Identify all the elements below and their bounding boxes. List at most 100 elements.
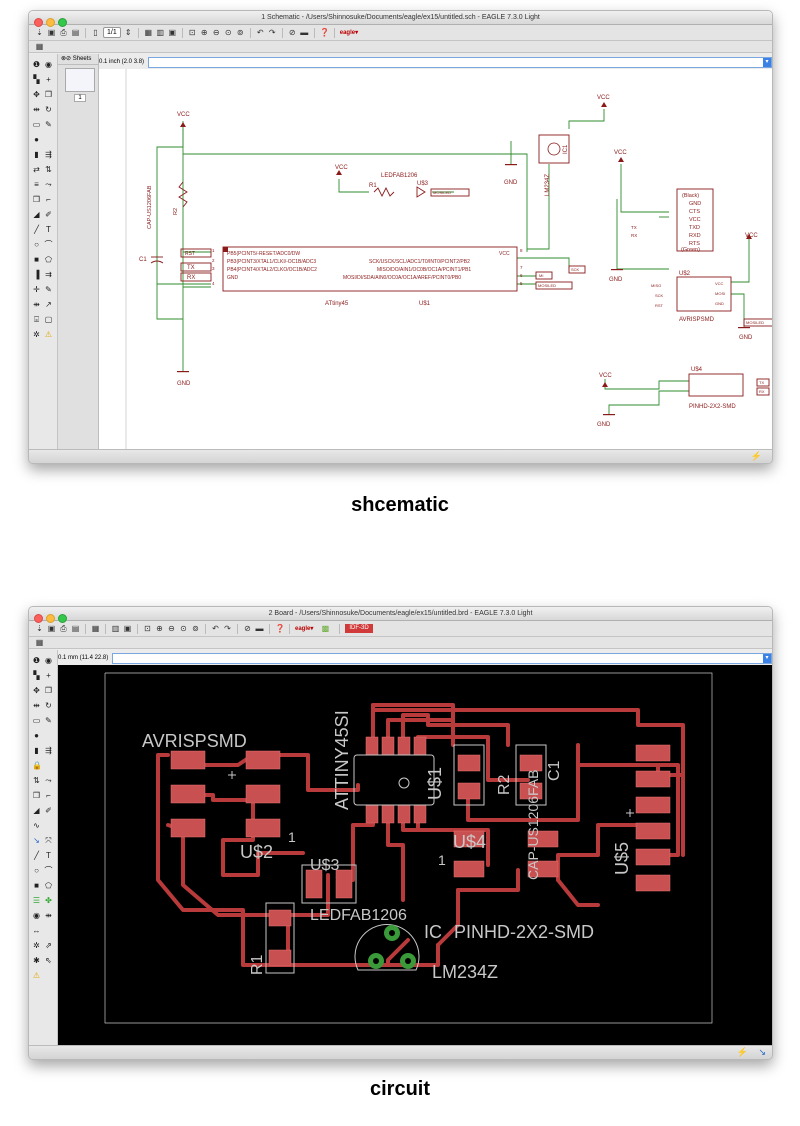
sheet-selector[interactable]: 1/1 xyxy=(103,27,121,38)
net-icon[interactable]: ⇉ xyxy=(45,270,52,279)
redo-icon[interactable]: ↷ xyxy=(268,28,276,37)
grid-icon[interactable]: ▦ xyxy=(35,42,44,51)
polygon-icon[interactable]: ⬠ xyxy=(45,255,52,264)
zoom-redraw-icon[interactable]: ⊙ xyxy=(224,28,232,37)
blank-icon[interactable] xyxy=(44,821,53,830)
smash-icon[interactable]: ⌐ xyxy=(46,195,51,204)
zoom-out-icon[interactable]: ⊖ xyxy=(168,624,175,633)
copy-icon[interactable]: ❐ xyxy=(44,686,53,695)
undo-icon[interactable]: ↶ xyxy=(212,624,219,633)
errors-icon[interactable]: ⇖ xyxy=(45,956,52,965)
board-canvas[interactable]: AVRISPSMD ATTINY45SI U$1 R2 CAP-US1206FA… xyxy=(58,665,772,1046)
replace-icon[interactable]: ⇅ xyxy=(45,165,52,174)
circle-icon[interactable]: ○ xyxy=(34,866,39,875)
circle-icon[interactable]: ○ xyxy=(34,240,39,249)
miter-icon[interactable]: ◢ xyxy=(33,806,40,815)
delete-icon[interactable]: ▮ xyxy=(34,746,39,755)
delete-icon[interactable]: ▮ xyxy=(34,150,39,159)
stop-icon[interactable]: ⊘ xyxy=(288,28,296,37)
zoom-out-icon[interactable]: ⊖ xyxy=(212,28,220,37)
eagle-link-icon[interactable]: eagle▾ xyxy=(295,626,314,632)
replace-icon[interactable]: ⇅ xyxy=(33,776,40,785)
label-icon[interactable]: ✎ xyxy=(45,285,52,294)
sheets-close-icon[interactable]: ⊗⊘ xyxy=(61,56,72,62)
open-icon[interactable]: ⇣ xyxy=(36,624,43,633)
move-icon[interactable]: ✥ xyxy=(33,90,40,99)
erc-icon[interactable]: ✲ xyxy=(33,330,40,339)
zoom-fit-icon[interactable]: ⊡ xyxy=(144,624,151,633)
schematic-icon[interactable]: ▣ xyxy=(123,624,132,633)
pinswap-icon[interactable]: ⇄ xyxy=(33,165,40,174)
group-icon[interactable]: ▭ xyxy=(32,716,41,725)
close-window-button[interactable] xyxy=(34,614,43,623)
sheet-stepper-icon[interactable]: ⇕ xyxy=(124,28,132,37)
rotate-icon[interactable]: ↻ xyxy=(45,701,52,710)
zoom-in-icon[interactable]: ⊕ xyxy=(200,28,208,37)
script-icon[interactable]: ▥ xyxy=(111,624,120,633)
change-icon[interactable]: ✎ xyxy=(45,120,52,129)
ratsnest-icon[interactable]: ✲ xyxy=(33,941,40,950)
dimension-icon[interactable]: ↔ xyxy=(32,926,41,935)
lock-icon[interactable]: 🔒 xyxy=(32,761,42,770)
mirror-icon[interactable]: ⇹ xyxy=(33,701,40,710)
zoom-in-icon[interactable]: ⊕ xyxy=(156,624,163,633)
close-window-button[interactable] xyxy=(34,18,43,27)
cam-icon[interactable]: ▤ xyxy=(71,624,80,633)
status-go-icon[interactable]: ⚡ xyxy=(750,451,762,461)
move-icon[interactable]: ✥ xyxy=(33,686,40,695)
blank-icon[interactable] xyxy=(44,135,53,144)
gateswap-icon[interactable]: ≡ xyxy=(34,180,39,189)
split-icon[interactable]: ⤳ xyxy=(45,180,52,189)
warning-icon[interactable]: ⚠ xyxy=(44,330,53,339)
route-icon[interactable]: ↘ xyxy=(33,836,40,845)
zoom-window-button[interactable] xyxy=(58,614,67,623)
text-icon[interactable]: T xyxy=(46,225,51,234)
display-icon[interactable]: ▚ xyxy=(33,75,40,84)
wire-icon[interactable]: ╱ xyxy=(34,851,39,860)
status-route-icon[interactable]: ↘ xyxy=(758,1047,766,1057)
grid-icon[interactable]: ▦ xyxy=(35,638,44,647)
drc-icon[interactable]: ✱ xyxy=(33,956,40,965)
bus-icon[interactable]: ▐ xyxy=(33,270,40,279)
rect-icon[interactable]: ■ xyxy=(34,255,39,264)
add-icon[interactable]: ⇶ xyxy=(45,746,52,755)
go-icon[interactable]: ▬ xyxy=(300,28,309,37)
frame-icon[interactable]: ⌻ xyxy=(34,315,39,324)
minimize-window-button[interactable] xyxy=(46,614,55,623)
split-icon[interactable]: ⤳ xyxy=(45,776,52,785)
zoom-select-icon[interactable]: ⊚ xyxy=(236,28,244,37)
frame2-icon[interactable]: ▢ xyxy=(44,315,53,324)
help-icon[interactable]: ❓ xyxy=(319,28,330,37)
command-history-dropdown[interactable]: ▾ xyxy=(763,653,771,663)
schematic-canvas[interactable]: VCC GND C1 CAP-US1206FAB R2 VCC LEDFAB12… xyxy=(99,69,772,450)
add-icon[interactable]: ⇶ xyxy=(45,150,52,159)
redo-icon[interactable]: ↷ xyxy=(224,624,231,633)
polygon-icon[interactable]: ⬠ xyxy=(45,881,52,890)
group-icon[interactable]: ▭ xyxy=(32,120,41,129)
command-input[interactable]: ▾ xyxy=(112,652,772,664)
cam-icon[interactable]: ▤ xyxy=(71,28,80,37)
minimize-window-button[interactable] xyxy=(46,18,55,27)
undo-icon[interactable]: ↶ xyxy=(256,28,264,37)
save-icon[interactable]: ▣ xyxy=(47,28,56,37)
value-icon[interactable]: ⌐ xyxy=(46,791,51,800)
change-icon[interactable]: ✎ xyxy=(45,716,52,725)
rotate-icon[interactable]: ↻ xyxy=(45,105,52,114)
dimension-icon[interactable]: ↗ xyxy=(45,300,52,309)
stop-icon[interactable]: ⊘ xyxy=(244,624,251,633)
ulp-icon[interactable]: ▦ xyxy=(91,624,100,633)
show-icon[interactable]: ◉ xyxy=(45,656,52,665)
ulp-icon[interactable]: ▦ xyxy=(144,28,153,37)
blank-icon[interactable] xyxy=(44,971,53,980)
info-icon[interactable]: ❶ xyxy=(32,656,41,665)
idf-3d-button[interactable]: IDF-3D xyxy=(345,624,373,633)
rect-icon[interactable]: ■ xyxy=(34,881,39,890)
blank-icon[interactable] xyxy=(44,731,53,740)
go-icon[interactable]: ▬ xyxy=(255,624,264,633)
optimize-icon[interactable]: ∿ xyxy=(33,821,40,830)
mark-icon[interactable]: + xyxy=(46,75,51,84)
sheet-thumbnail[interactable] xyxy=(65,68,95,92)
help-icon[interactable]: ❓ xyxy=(275,624,285,633)
zoom-redraw-icon[interactable]: ⊙ xyxy=(180,624,187,633)
ripup-icon[interactable]: ⤧ xyxy=(45,836,52,845)
